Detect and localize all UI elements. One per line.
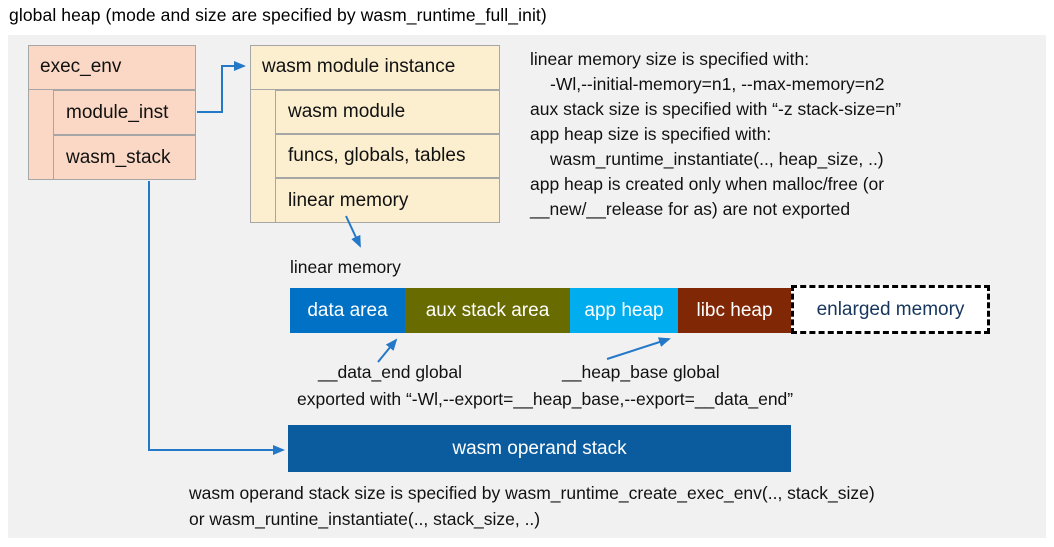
- footer-line: wasm operand stack size is specified by …: [189, 483, 875, 503]
- note-line: -Wl,--initial-memory=n1, --max-memory=n2: [550, 74, 885, 94]
- note-line: aux stack size is specified with “-z sta…: [530, 99, 902, 119]
- segment-aux-stack-area: aux stack area: [405, 288, 570, 333]
- diagram-title: global heap (mode and size are specified…: [9, 5, 547, 25]
- note-line: wasm_runtime_instantiate(.., heap_size, …: [550, 149, 884, 169]
- segment-enlarged-memory: enlarged memory: [791, 285, 990, 334]
- segment-data-area: data area: [290, 288, 405, 333]
- data-end-global-label: __data_end global: [318, 362, 463, 382]
- note-line: app heap is created only when malloc/fre…: [530, 174, 885, 194]
- segment-libc-heap: libc heap: [678, 288, 791, 333]
- footer-line: or wasm_runtine_instantiate(.., stack_si…: [189, 508, 541, 529]
- note-line: __new/__release for as) are not exported: [530, 199, 851, 219]
- module-instance-row-funcs-globals-tables: funcs, globals, tables: [275, 134, 500, 178]
- exec-env-row-wasm-stack: wasm_stack: [53, 135, 196, 180]
- memory-size-notes: linear memory size is specified with: -W…: [530, 47, 1042, 222]
- note-line: linear memory size is specified with:: [530, 49, 810, 69]
- heap-base-global-label: __heap_base global: [562, 362, 720, 382]
- module-instance-header: wasm module instance: [250, 45, 500, 90]
- module-instance-row-linear-memory: linear memory: [275, 178, 500, 223]
- operand-stack-notes: wasm operand stack size is specified by …: [189, 481, 1049, 532]
- note-line: app heap size is specified with:: [530, 124, 772, 144]
- exec-env-header: exec_env: [28, 45, 196, 90]
- wasm-operand-stack-bar: wasm operand stack: [288, 425, 791, 472]
- exported-with-label: exported with “-Wl,--export=__heap_base,…: [297, 389, 794, 409]
- segment-app-heap: app heap: [570, 288, 678, 333]
- module-instance-row-wasm-module: wasm module: [275, 90, 500, 134]
- linear-memory-label: linear memory: [290, 257, 401, 277]
- exec-env-row-module-inst: module_inst: [53, 90, 196, 135]
